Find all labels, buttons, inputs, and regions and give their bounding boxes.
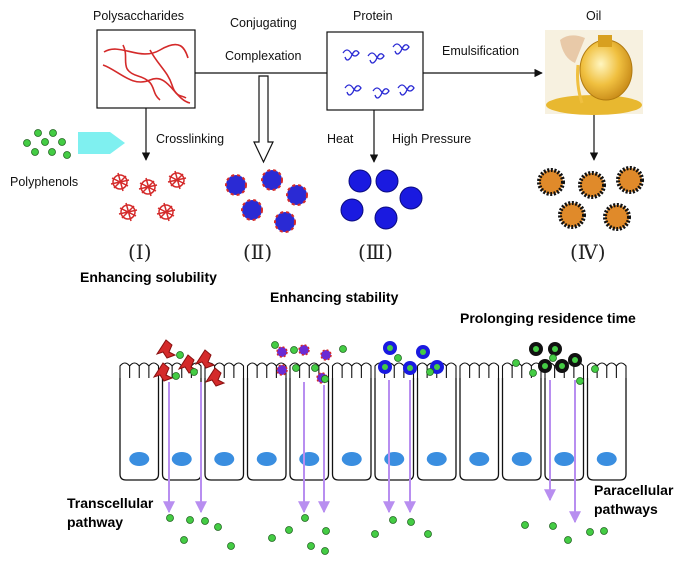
epithelial-cell xyxy=(289,378,330,481)
cell-nucleus xyxy=(214,452,235,466)
microvilli xyxy=(331,362,372,378)
numeral-2: (Ⅱ) xyxy=(243,240,272,264)
heat-label: Heat xyxy=(327,132,354,146)
protein-box xyxy=(326,31,424,111)
paracellular-label-line2: pathways xyxy=(594,501,658,517)
enhancing-stability-caption: Enhancing stability xyxy=(270,289,399,305)
transcellular-label-line2: pathway xyxy=(67,514,123,530)
cell-nucleus xyxy=(554,452,575,466)
cell-nucleus xyxy=(171,452,192,466)
epithelial-cell xyxy=(459,378,500,481)
paracellular-label-line1: Paracellular xyxy=(594,482,674,498)
epithelial-cell-layer xyxy=(119,362,627,481)
epithelial-cell xyxy=(246,378,287,481)
crosslinking-label: Crosslinking xyxy=(156,132,224,146)
polysaccharide-chains xyxy=(102,43,191,104)
cell-nucleus xyxy=(596,452,617,466)
transcellular-label-line1: Transcellular xyxy=(67,495,154,511)
numeral-1: (Ⅰ) xyxy=(128,240,152,264)
cell-nucleus xyxy=(384,452,405,466)
numeral-4: (Ⅳ) xyxy=(570,240,606,264)
protein-spheres xyxy=(340,169,423,230)
polyphenol-cyan-arrow xyxy=(78,132,125,154)
polyphenol-dots-top xyxy=(23,129,71,159)
complexation-hollow-arrow xyxy=(253,75,274,164)
epithelial-cell xyxy=(119,378,160,481)
microvilli xyxy=(119,362,160,378)
oil-label: Oil xyxy=(586,9,601,23)
epithelial-cell xyxy=(544,378,585,481)
oil-image xyxy=(545,30,643,115)
epithelial-cell xyxy=(501,378,542,481)
enhancing-solubility-caption: Enhancing solubility xyxy=(80,269,217,285)
epithelial-cell xyxy=(204,378,245,481)
polysaccharides-label: Polysaccharides xyxy=(93,9,184,23)
microvilli xyxy=(161,362,202,378)
epithelial-cell xyxy=(374,378,415,481)
transport-arrows xyxy=(163,380,581,524)
emulsion-droplets xyxy=(537,166,644,231)
polyphenols-label: Polyphenols xyxy=(10,175,78,189)
epithelial-cell xyxy=(416,378,457,481)
cell-nucleus xyxy=(256,452,277,466)
microvilli xyxy=(289,362,330,378)
epithelial-cell xyxy=(331,378,372,481)
conjugating-label: Conjugating xyxy=(230,16,297,30)
numeral-3: (Ⅲ) xyxy=(358,240,393,264)
emulsification-label: Emulsification xyxy=(442,44,519,58)
protein-label: Protein xyxy=(353,9,393,23)
cell-nucleus xyxy=(299,452,320,466)
cell-nucleus xyxy=(341,452,362,466)
complex-particles xyxy=(225,169,308,233)
crosslinked-particles xyxy=(110,170,187,222)
microvilli xyxy=(459,362,500,378)
microvilli xyxy=(246,362,287,378)
epithelial-cell xyxy=(586,378,627,481)
high-pressure-label: High Pressure xyxy=(392,132,471,146)
prolonging-residence-caption: Prolonging residence time xyxy=(460,310,636,326)
cell-nucleus xyxy=(129,452,150,466)
protein-coils xyxy=(342,43,415,99)
complexation-label: Complexation xyxy=(225,49,301,63)
cell-nucleus xyxy=(511,452,532,466)
cell-nucleus xyxy=(469,452,490,466)
cell-top-particles xyxy=(152,339,599,387)
absorbed-polyphenols xyxy=(166,514,608,555)
cell-nucleus xyxy=(426,452,447,466)
microvilli xyxy=(586,362,627,378)
